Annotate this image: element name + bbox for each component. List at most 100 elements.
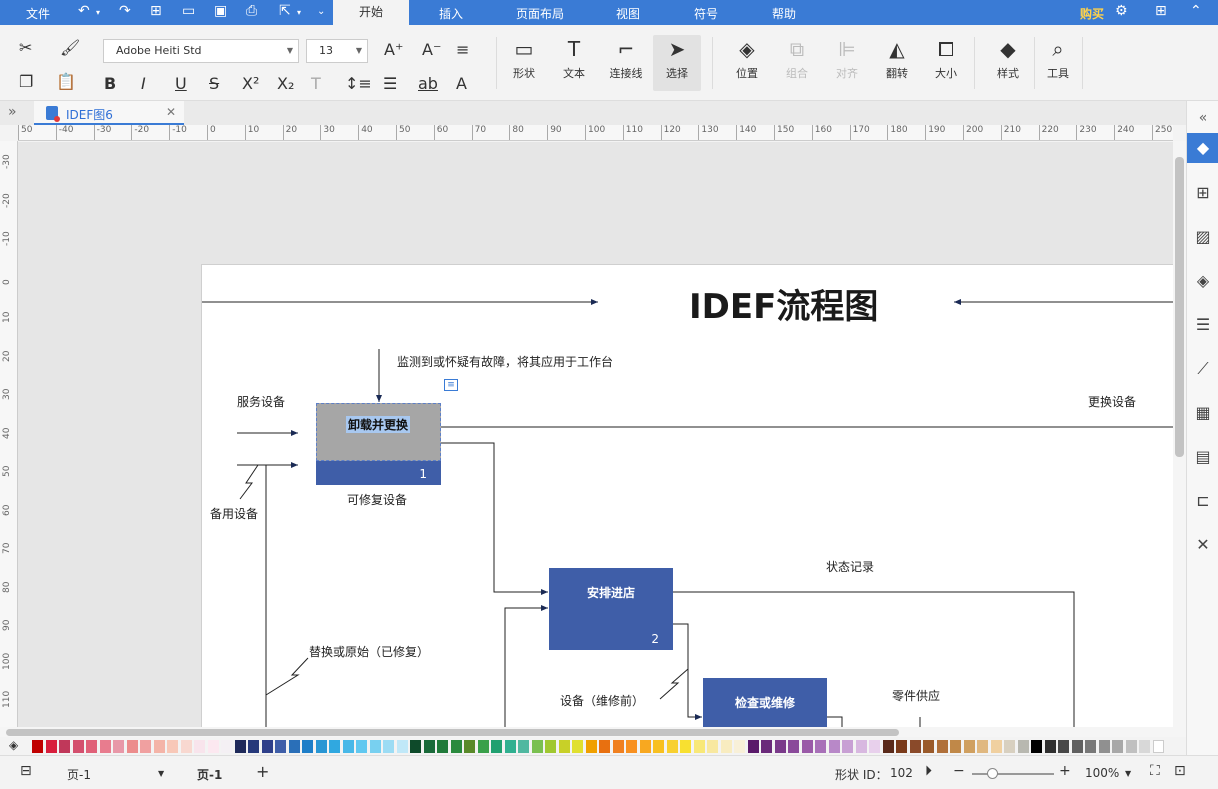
add-page-icon[interactable]: + [256, 762, 270, 781]
collapse-ribbon-icon[interactable]: ⌃ [1190, 3, 1202, 19]
color-swatch[interactable] [342, 740, 354, 753]
position-tool[interactable]: ◈ 位置 [723, 37, 771, 81]
font-color-icon[interactable]: ab [418, 74, 438, 93]
save-icon[interactable]: ▣ [214, 3, 228, 19]
color-swatch[interactable] [72, 740, 84, 753]
process-box-3-label[interactable]: 检查或维修 [734, 696, 795, 710]
color-swatch[interactable] [761, 740, 772, 753]
bold-icon[interactable]: B [104, 74, 117, 93]
color-swatch[interactable] [369, 740, 381, 753]
cut-icon[interactable]: ✂ [19, 38, 33, 57]
redo-icon[interactable]: ↷ [119, 3, 131, 19]
color-swatch[interactable] [1152, 740, 1164, 753]
drawing-canvas[interactable]: IDEF流程图 监测到或怀疑有故障，将其应用于工作台 服务设备 更换设备 可修复… [18, 142, 1173, 727]
more-icon[interactable]: ⌄ [317, 6, 326, 17]
box2-to-box3-connector[interactable] [673, 623, 702, 720]
subscript-icon[interactable]: X₂ [277, 74, 295, 93]
font-size-select[interactable]: 13 ▼ [306, 39, 368, 63]
color-swatch[interactable] [464, 740, 475, 753]
close-icon[interactable]: ✕ [165, 105, 176, 119]
status-record-line[interactable] [673, 591, 1075, 727]
menu-file[interactable]: 文件 [26, 7, 51, 21]
label-status-record[interactable]: 状态记录 [826, 560, 875, 574]
color-swatch[interactable] [221, 740, 232, 753]
color-swatch[interactable] [1044, 740, 1056, 753]
chevron-down-icon[interactable]: ▼ [158, 769, 165, 778]
color-swatch[interactable] [126, 740, 138, 753]
color-swatch[interactable] [896, 740, 907, 753]
layout-icon[interactable]: ▤ [1195, 447, 1211, 466]
fullscreen-icon[interactable]: ⛶ [1150, 763, 1160, 779]
color-swatch[interactable] [1031, 740, 1042, 753]
process-box-3[interactable]: 检查或维修 [703, 678, 827, 727]
tab-page-layout[interactable]: 页面布局 [516, 7, 565, 21]
label-service-equipment[interactable]: 服务设备 [237, 395, 286, 409]
format-painter-icon[interactable]: 🖌 [60, 38, 81, 57]
expand-sidebar-icon[interactable]: » [8, 104, 17, 120]
color-swatch[interactable] [693, 740, 705, 753]
color-swatch[interactable] [666, 740, 678, 753]
color-swatch[interactable] [437, 740, 448, 753]
diagram-page[interactable]: IDEF流程图 监测到或怀疑有故障，将其应用于工作台 服务设备 更换设备 可修复… [201, 264, 1173, 727]
zoom-slider[interactable] [972, 773, 1054, 775]
color-swatch[interactable] [329, 740, 340, 753]
color-swatch[interactable] [477, 740, 489, 753]
zoom-in-icon[interactable]: + [1059, 763, 1071, 779]
diagram-title[interactable]: IDEF流程图 [689, 287, 879, 327]
color-swatch[interactable] [99, 740, 111, 753]
color-swatch[interactable] [518, 740, 529, 753]
process-box-2-label[interactable]: 安排进店 [586, 586, 635, 600]
color-swatch[interactable] [572, 740, 583, 753]
zoom-slider-knob[interactable] [987, 768, 998, 779]
color-swatch[interactable] [720, 740, 732, 753]
chart-icon[interactable]: ⟋ [1197, 359, 1209, 378]
text-align-icon[interactable]: ≡ [456, 40, 470, 59]
color-swatch[interactable] [1058, 740, 1069, 753]
label-detect[interactable]: 监测到或怀疑有故障，将其应用于工作台 [397, 355, 614, 369]
vertical-scroll-thumb[interactable] [1175, 157, 1184, 457]
undo-dropdown-icon[interactable]: ▾ [96, 8, 101, 17]
color-swatch[interactable] [1071, 740, 1083, 753]
label-parts-supply[interactable]: 零件供应 [892, 689, 941, 703]
tab-symbol[interactable]: 符号 [694, 7, 719, 21]
increase-font-icon[interactable]: A⁺ [384, 40, 404, 59]
box3-output-line[interactable] [826, 716, 843, 727]
layers-icon[interactable]: ◈ [1196, 271, 1210, 290]
select-tool[interactable]: ➤ 选择 [653, 35, 701, 91]
print-icon[interactable]: ⎙ [246, 3, 258, 19]
color-swatch[interactable] [734, 740, 745, 753]
connect-icon[interactable]: ✕ [1196, 535, 1210, 554]
tab-help[interactable]: 帮助 [772, 7, 797, 21]
color-swatch[interactable] [315, 740, 327, 753]
label-spare[interactable]: 备用设备 [210, 507, 259, 521]
paste-icon[interactable]: 📋 [56, 72, 76, 91]
color-swatch[interactable] [815, 740, 826, 753]
color-swatch[interactable] [59, 740, 70, 753]
color-swatch[interactable] [140, 740, 151, 753]
process-box-1-label[interactable]: 卸载并更换 [346, 416, 411, 433]
font-family-select[interactable]: Adobe Heiti Std ▼ [103, 39, 299, 63]
connector-tool[interactable]: ⌐ 连接线 [602, 37, 650, 81]
open-folder-icon[interactable]: ▭ [182, 3, 196, 19]
color-swatch[interactable] [1085, 740, 1096, 753]
vertical-scrollbar[interactable] [1173, 141, 1186, 729]
text-case-icon[interactable]: T [311, 74, 321, 93]
italic-icon[interactable]: I [141, 74, 146, 93]
color-swatch[interactable] [599, 740, 610, 753]
color-swatch[interactable] [774, 740, 786, 753]
text-edit-handle-icon[interactable]: ≡ [444, 379, 458, 391]
color-swatch[interactable] [423, 740, 435, 753]
flip-tool[interactable]: ◭ 翻转 [873, 37, 921, 81]
color-swatch[interactable] [531, 740, 543, 753]
color-swatch[interactable] [801, 740, 813, 753]
color-swatch[interactable] [747, 740, 759, 753]
line-spacing-icon[interactable]: ↕≡ [345, 74, 372, 93]
align-tool[interactable]: ⊫ 对齐 [823, 37, 871, 81]
symbol-grid-icon[interactable]: ⊞ [1196, 183, 1210, 202]
color-swatch[interactable] [1112, 740, 1123, 753]
color-swatch[interactable] [1125, 740, 1137, 753]
table-icon[interactable]: ▦ [1195, 403, 1211, 422]
color-swatch[interactable] [180, 740, 192, 753]
apps-grid-icon[interactable]: ⊞ [1155, 3, 1167, 19]
tools-tool[interactable]: ⌕ 工具 [1034, 37, 1082, 81]
